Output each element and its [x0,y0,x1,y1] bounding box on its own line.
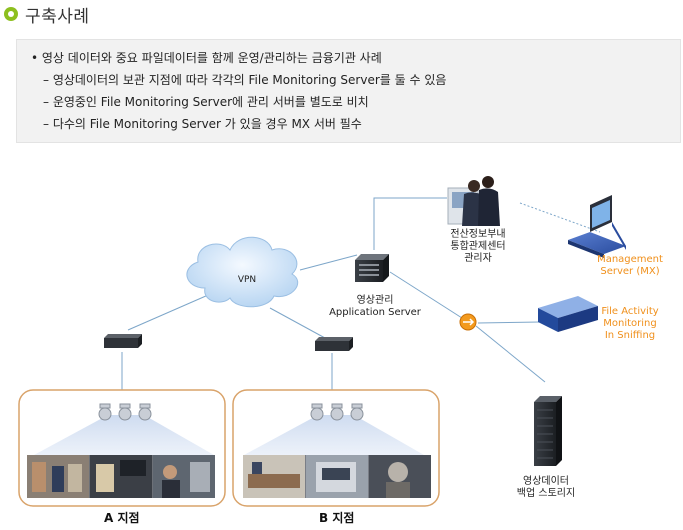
branch-b-label: B 지점 [319,511,355,525]
app-server-label-line2: Application Server [329,307,421,318]
management-server-icon [568,195,626,258]
branch-a-cctv-images [27,455,215,498]
backup-storage-label: 영상데이터 백업 스토리지 [506,476,586,500]
backup-storage-label-line1: 영상데이터 [523,476,569,487]
summary-bullet: • 영상 데이터와 중요 파일데이터를 함께 운영/관리하는 금융기관 사례 [31,51,382,65]
file-activity-label: File Activity Monitoring In Sniffing [588,306,672,342]
link-app-tap [389,271,463,319]
page-title: 구축사례 [25,6,90,27]
application-server-icon [355,254,389,282]
circle-bullet-icon [4,7,18,21]
file-activity-label-line3: In Sniffing [604,330,656,341]
network-links [121,197,601,390]
summary-item-3: – 다수의 File Monitoring Server 가 있을 경우 MX … [43,117,362,131]
vpn-cloud-icon [186,236,299,308]
branch-b-camera-beam [244,415,424,455]
file-activity-label-line2: Monitoring [603,318,657,329]
summary-item-1: – 영상데이터의 보관 지점에 따라 각각의 File Monitoring S… [43,73,447,87]
operators-icon [447,176,500,226]
file-activity-label-line1: File Activity [601,306,659,317]
management-server-label: Management Server (MX) [588,254,672,278]
control-center-label-line3: 관리자 [464,253,492,264]
network-diagram: VPN 전산정보부내 통합관제센터 관리자 영상관리 Application S… [0,144,683,526]
branch-a-camera-beam [34,415,214,455]
control-center-label-line1: 전산정보부내 [450,229,506,240]
link-vpn-b-switch [269,307,326,339]
link-tap-fam [477,321,541,324]
sniffing-tap-icon [459,313,477,331]
link-vpn-app-server [299,254,358,271]
branch-a-label: A 지점 [104,511,140,525]
app-server-label-line1: 영상관리 [356,295,394,306]
backup-storage-label-line2: 백업 스토리지 [516,488,576,499]
section-header: 구축사례 [4,2,90,27]
app-server-label: 영상관리 Application Server [320,295,430,319]
management-server-label-line2: Server (MX) [600,266,660,277]
summary-box: • 영상 데이터와 중요 파일데이터를 함께 운영/관리하는 금융기관 사례 –… [16,39,681,143]
link-center-mx [519,202,601,233]
switch-a-icon [104,334,142,348]
switch-b-icon [315,337,353,351]
branch-b-cctv-images [243,455,431,498]
management-server-label-line1: Management [597,254,663,265]
control-center-label: 전산정보부내 통합관제센터 관리자 [438,229,518,265]
backup-storage-icon [534,396,562,466]
link-tap-storage [475,325,546,383]
link-a-switch-vpn [127,291,216,331]
link-app-center [373,197,447,250]
vpn-label: VPN [237,275,257,285]
diagram-canvas [18,144,626,507]
branch-b-cameras-icon [310,403,364,421]
branch-a-cameras-icon [98,403,152,421]
control-center-label-line2: 통합관제센터 [450,241,506,252]
summary-item-2: – 운영중인 File Monitoring Server에 관리 서버를 별도… [43,95,369,109]
